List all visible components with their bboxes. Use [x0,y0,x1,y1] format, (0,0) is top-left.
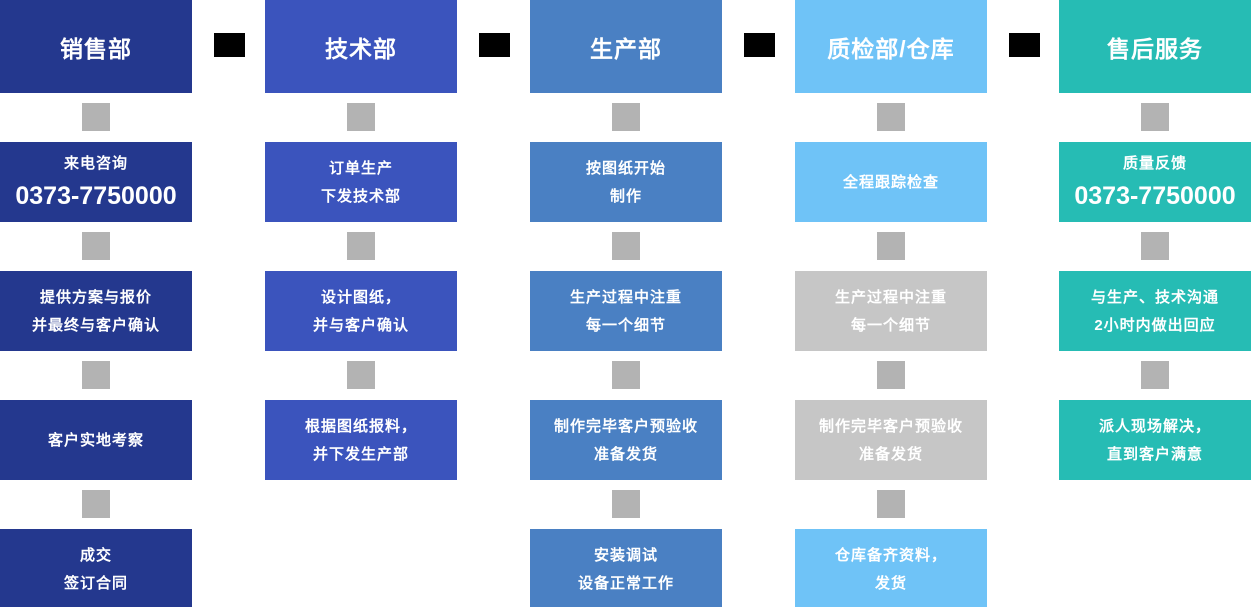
step-box: 根据图纸报料， 并下发生产部 [265,400,457,480]
step-box: 设计图纸， 并与客户确认 [265,271,457,351]
step-text: 按图纸开始 [585,159,666,177]
step-text: 发货 [874,574,907,592]
dept-header-sales: 销售部 [0,0,192,93]
step-text: 签订合同 [63,574,128,592]
step-box-muted: 制作完毕客户预验收 准备发货 [795,400,987,480]
step-box: 客户实地考察 [0,400,192,480]
step-box: 全程跟踪检查 [795,142,987,222]
step-text: 根据图纸报料， [304,417,417,435]
down-connector [1141,361,1169,389]
step-text: 生产过程中注重 [834,288,947,306]
step-box: 生产过程中注重 每一个细节 [530,271,722,351]
step-text: 下发技术部 [320,187,401,205]
flow-column-production: 生产部 按图纸开始 制作 生产过程中注重 每一个细节 制作完毕客户预验收 准备发… [530,0,722,607]
phone-number: 0373-7750000 [1074,181,1236,210]
step-text: 设备正常工作 [577,574,674,592]
step-box: 派人现场解决， 直到客户满意 [1059,400,1251,480]
down-connector [612,103,640,131]
step-box: 成交 签订合同 [0,529,192,607]
down-connector [82,232,110,260]
header-link-connector [1009,33,1040,57]
step-text: 成交 [79,546,112,564]
down-connector [612,490,640,518]
step-text: 2小时内做出回应 [1094,316,1216,334]
flow-column-qa-warehouse: 质检部/仓库 全程跟踪检查 生产过程中注重 每一个细节 制作完毕客户预验收 准备… [795,0,987,607]
step-box: 订单生产 下发技术部 [265,142,457,222]
step-box: 质量反馈 0373-7750000 [1059,142,1251,222]
step-text: 客户实地考察 [47,431,144,449]
step-text: 制作完毕客户预验收 [553,417,698,435]
step-text: 来电咨询 [63,154,128,172]
down-connector [612,361,640,389]
phone-number: 0373-7750000 [15,181,177,210]
step-text: 安装调试 [593,546,658,564]
step-text: 派人现场解决， [1098,417,1211,435]
dept-header-aftersales: 售后服务 [1059,0,1251,93]
down-connector [877,103,905,131]
header-link-connector [479,33,510,57]
step-text: 制作 [609,187,642,205]
dept-header-production: 生产部 [530,0,722,93]
down-connector [347,361,375,389]
down-connector [347,232,375,260]
step-text: 全程跟踪检查 [842,173,939,191]
step-text: 并下发生产部 [312,445,409,463]
step-text: 准备发货 [858,445,923,463]
down-connector [347,103,375,131]
step-box: 安装调试 设备正常工作 [530,529,722,607]
header-link-connector [744,33,775,57]
down-connector [82,361,110,389]
step-text: 质量反馈 [1122,154,1187,172]
step-text: 每一个细节 [585,316,666,334]
step-text: 与生产、技术沟通 [1090,288,1219,306]
step-text: 每一个细节 [850,316,931,334]
down-connector [1141,103,1169,131]
down-connector [82,490,110,518]
step-text: 设计图纸， [320,288,401,306]
flow-column-aftersales: 售后服务 质量反馈 0373-7750000 与生产、技术沟通 2小时内做出回应… [1059,0,1251,480]
down-connector [877,361,905,389]
step-box: 与生产、技术沟通 2小时内做出回应 [1059,271,1251,351]
header-link-connector [214,33,245,57]
down-connector [612,232,640,260]
down-connector [877,232,905,260]
dept-header-tech: 技术部 [265,0,457,93]
step-box: 仓库备齐资料， 发货 [795,529,987,607]
step-text: 生产过程中注重 [569,288,682,306]
step-box: 制作完毕客户预验收 准备发货 [530,400,722,480]
step-text: 提供方案与报价 [39,288,152,306]
step-box: 来电咨询 0373-7750000 [0,142,192,222]
step-box: 提供方案与报价 并最终与客户确认 [0,271,192,351]
step-text: 仓库备齐资料， [834,546,947,564]
step-box: 按图纸开始 制作 [530,142,722,222]
step-text: 直到客户满意 [1106,445,1203,463]
down-connector [82,103,110,131]
flow-column-sales: 销售部 来电咨询 0373-7750000 提供方案与报价 并最终与客户确认 客… [0,0,192,607]
down-connector [1141,232,1169,260]
step-text: 并最终与客户确认 [31,316,160,334]
step-box-muted: 生产过程中注重 每一个细节 [795,271,987,351]
step-text: 订单生产 [328,159,393,177]
step-text: 准备发货 [593,445,658,463]
step-text: 并与客户确认 [312,316,409,334]
dept-header-qa-warehouse: 质检部/仓库 [795,0,987,93]
flow-column-tech: 技术部 订单生产 下发技术部 设计图纸， 并与客户确认 根据图纸报料， 并下发生… [265,0,457,480]
down-connector [877,490,905,518]
step-text: 制作完毕客户预验收 [818,417,963,435]
